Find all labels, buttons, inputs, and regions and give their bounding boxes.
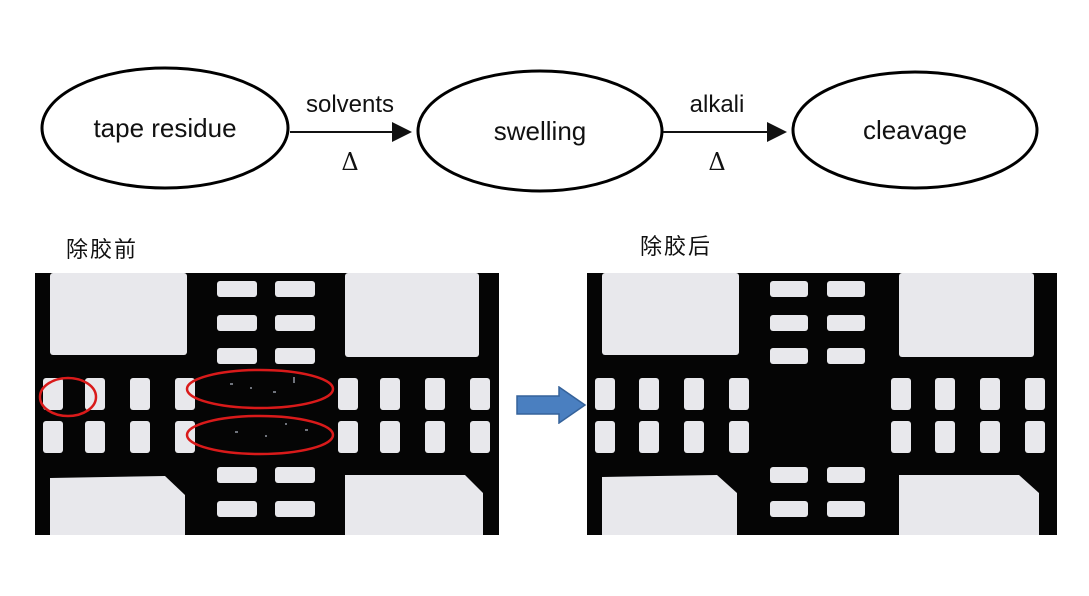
after-caption: 除胶后	[640, 235, 713, 260]
node-label: tape residue	[93, 113, 236, 143]
edge-condition: Δ	[708, 148, 725, 176]
edge-label: alkali	[690, 91, 745, 118]
edge-alkali: alkali Δ	[663, 91, 787, 176]
process-flow-diagram: tape residue swelling cleavage solvents …	[40, 66, 1039, 193]
before-photo-pattern	[35, 273, 499, 535]
before-photo	[35, 273, 499, 535]
node-tape-residue: tape residue	[40, 66, 290, 190]
highlight-ellipse	[185, 368, 335, 410]
after-photo-pattern	[587, 273, 1057, 535]
highlight-ellipse	[38, 376, 98, 418]
transition-arrow-icon	[516, 386, 587, 424]
node-cleavage: cleavage	[791, 70, 1039, 190]
residue-highlights	[38, 368, 335, 456]
before-caption: 除胶前	[66, 238, 139, 263]
edge-condition: Δ	[341, 148, 358, 176]
node-label: cleavage	[863, 115, 967, 145]
node-swelling: swelling	[416, 69, 664, 193]
highlight-ellipse	[185, 414, 335, 456]
edge-label: solvents	[306, 91, 394, 118]
edge-solvents: solvents Δ	[290, 91, 412, 176]
after-photo	[587, 273, 1057, 535]
node-label: swelling	[494, 116, 587, 146]
